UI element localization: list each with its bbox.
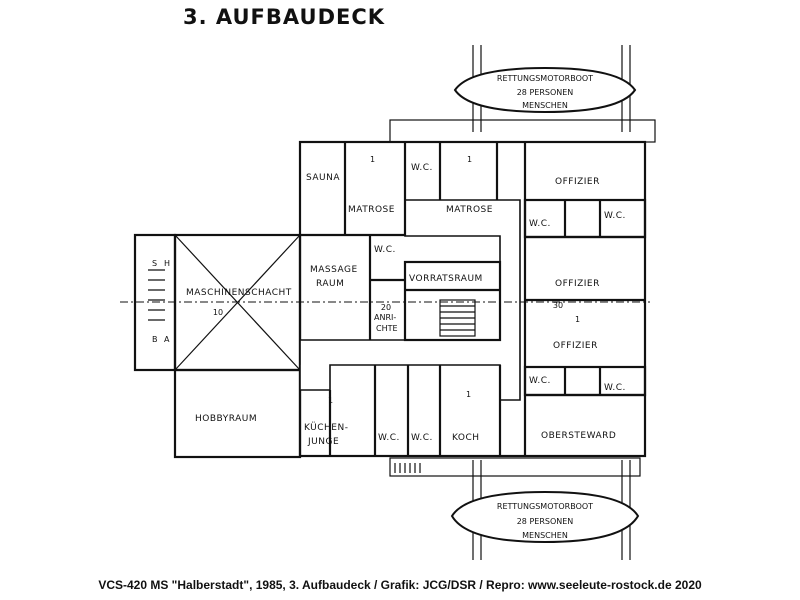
interior-walls (148, 142, 647, 456)
room-offizier-2: OFFIZIER (555, 279, 600, 289)
frame-axis: 10 20 30 (120, 301, 650, 317)
berth-count-koch: 1 (466, 390, 471, 399)
room-kuechen-line2: JUNGE (307, 437, 339, 447)
room-maschinenschacht: MASCHINENSCHACHT (186, 288, 292, 298)
stair-h: H (164, 259, 170, 268)
boat-bottom-capacity: 28 PERSONEN (517, 517, 574, 526)
berth-count-matrose1: 1 (370, 155, 375, 164)
boat-bottom-name: RETTUNGSMOTORBOOT (497, 502, 593, 511)
room-offizier-3: OFFIZIER (553, 341, 598, 351)
deck-walkways (389, 119, 656, 477)
wc-offizier-1b: W.C. (604, 211, 626, 221)
frame-20: 20 (381, 303, 391, 312)
room-anrichte-line1: ANRI- (374, 313, 396, 322)
room-offizier-1: OFFIZIER (555, 177, 600, 187)
frame-30: 30 (553, 301, 563, 310)
corridor-ring (299, 199, 521, 401)
room-kuechen-line1: KÜCHEN- (304, 422, 348, 433)
boat-bottom-persons: MENSCHEN (522, 531, 568, 540)
boat-top-capacity: 28 PERSONEN (517, 88, 574, 97)
wc-offizier-3a: W.C. (529, 376, 551, 386)
boat-top-persons: MENSCHEN (522, 101, 568, 110)
stair-b: B (152, 335, 158, 344)
room-massage-line2: RAUM (316, 279, 344, 289)
boat-hull-top (453, 66, 637, 114)
wc-bottom-2: W.C. (411, 433, 433, 443)
boat-top-name: RETTUNGSMOTORBOOT (497, 74, 593, 83)
stair-a: A (164, 335, 170, 344)
room-hobbyraum: HOBBYRAUM (195, 414, 257, 424)
lifeboat-top: RETTUNGSMOTORBOOT 28 PERSONEN MENSCHEN (453, 45, 637, 132)
room-obersteward: OBERSTEWARD (541, 431, 616, 441)
walkway-bottom (389, 457, 641, 477)
berth-count-matrose2: 1 (467, 155, 472, 164)
room-koch: KOCH (452, 433, 480, 443)
wc-middle: W.C. (374, 245, 396, 255)
wc-offizier-1a: W.C. (529, 219, 551, 229)
image-caption: VCS-420 MS "Halberstadt", 1985, 3. Aufba… (98, 578, 702, 592)
room-massage-line1: MASSAGE (310, 265, 358, 275)
frame-10: 10 (213, 308, 223, 317)
wc-top: W.C. (411, 163, 433, 173)
plan-title: 3. AUFBAUDECK (183, 5, 385, 29)
corridor (299, 199, 521, 401)
room-matrose-1: MATROSE (348, 205, 395, 215)
lifeboat-bottom: RETTUNGSMOTORBOOT 28 PERSONEN MENSCHEN (450, 460, 640, 560)
berth-count-kuechen: 1 (328, 396, 333, 405)
berth-count-offizier3: 1 (575, 315, 580, 324)
room-anrichte-line2: CHTE (376, 324, 398, 333)
room-sauna: SAUNA (306, 173, 340, 183)
hobbyraum-room (173, 368, 302, 459)
wc-bottom-1: W.C. (378, 433, 400, 443)
wc-offizier-3b: W.C. (604, 383, 626, 393)
stair-s: S (152, 259, 157, 268)
room-matrose-2: MATROSE (446, 205, 493, 215)
boat-hull-bottom (450, 490, 640, 544)
room-vorratsraum: VORRATSRAUM (409, 274, 483, 284)
walkway-top (389, 119, 656, 143)
